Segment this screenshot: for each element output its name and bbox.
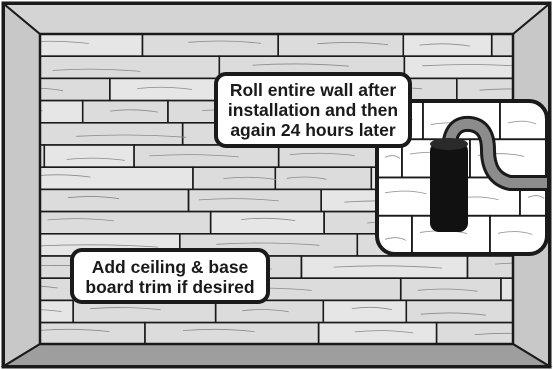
wall-plank xyxy=(403,34,491,56)
wall-plank xyxy=(278,34,403,56)
wall-plank xyxy=(44,145,134,167)
wall-plank xyxy=(18,123,182,145)
wall-plank xyxy=(323,300,406,322)
wall-plank xyxy=(211,212,324,234)
callout-roll-line-1: Roll entire wall after xyxy=(218,80,408,100)
wall-plank xyxy=(189,189,322,211)
wall-plank xyxy=(134,145,279,167)
floor xyxy=(4,344,549,366)
wall-plank xyxy=(319,323,437,345)
wall-plank xyxy=(36,56,219,78)
wall-plank xyxy=(34,212,211,234)
lens-plank xyxy=(490,216,547,254)
callout-roll-line-3: again 24 hours later xyxy=(218,120,408,140)
left-side-wall xyxy=(4,4,40,366)
wall-plank xyxy=(40,189,189,211)
callout-trim: Add ceiling & base board trim if desired xyxy=(70,248,270,304)
callout-trim-line-1: Add ceiling & base xyxy=(74,257,266,277)
ceiling xyxy=(4,4,549,34)
callout-roll-wall: Roll entire wall after installation and … xyxy=(214,72,412,148)
wall-plank xyxy=(145,323,319,345)
wall-plank xyxy=(302,256,468,278)
wall-plank xyxy=(22,167,193,189)
callout-trim-line-2: board trim if desired xyxy=(74,277,266,297)
wall-plank xyxy=(143,34,279,56)
callout-roll-line-2: installation and then xyxy=(218,100,408,120)
